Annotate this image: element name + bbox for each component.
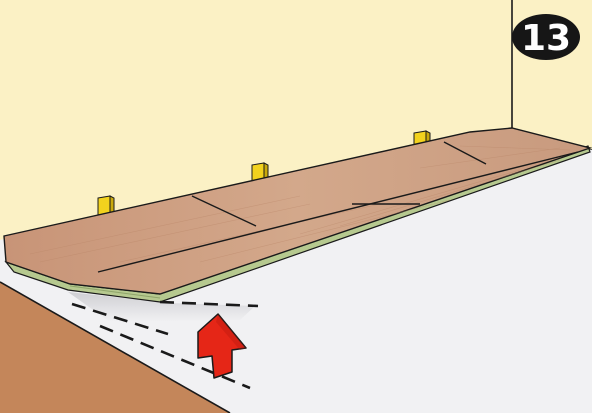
up-arrow-icon	[197, 313, 247, 379]
board-seams	[97, 141, 579, 273]
dashed-guide-lines	[71, 300, 259, 390]
step-number-badge: 13	[512, 14, 580, 60]
wall	[0, 0, 592, 240]
board-shadow	[68, 292, 255, 322]
spacer-wedge-icon	[97, 195, 115, 217]
step-number: 13	[521, 18, 571, 59]
laminate-board-row	[3, 127, 592, 295]
underlay-inner-line	[69, 285, 161, 299]
subfloor-edge-line	[0, 281, 231, 413]
wood-grain	[29, 145, 571, 263]
